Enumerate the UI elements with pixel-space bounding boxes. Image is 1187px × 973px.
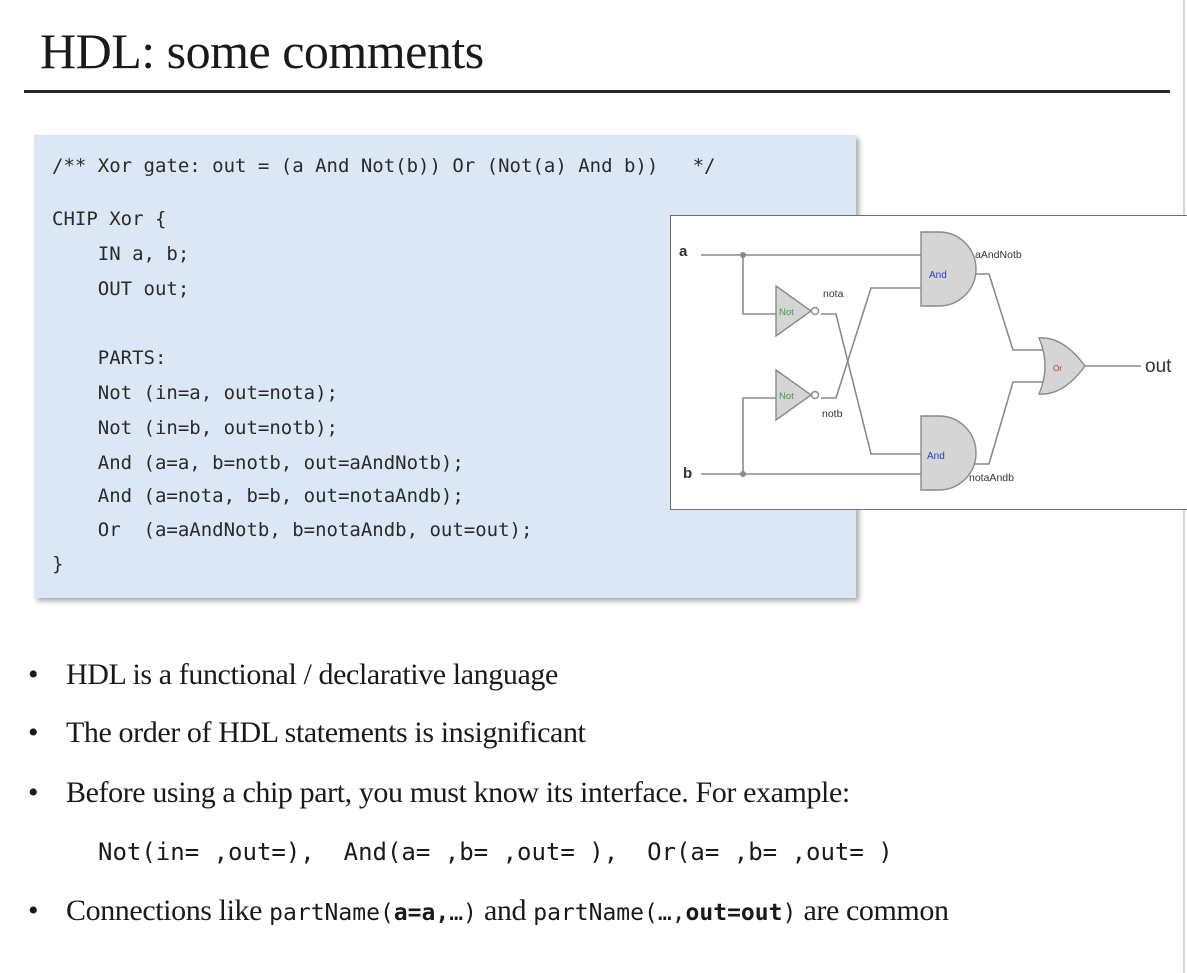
wire-b-to-not: [742, 397, 776, 474]
not-gate-b: [775, 368, 820, 422]
junction-a: [740, 252, 746, 258]
wire-notaAndb: [963, 381, 1043, 465]
code-chip-header: CHIP Xor {: [52, 208, 167, 230]
bullet-text-prefix: Connections like: [66, 894, 270, 927]
wire-aAndNotb: [963, 273, 1043, 351]
hdl-code-panel: /** Xor gate: out = (a And Not(b)) Or (N…: [34, 135, 856, 598]
wire-a-to-not: [742, 255, 776, 315]
bullet-symbol: •: [28, 716, 39, 749]
bullet-text: Before using a chip part, you must know …: [66, 776, 850, 809]
and-gate-1-label: And: [929, 270, 947, 281]
or-gate-label: Or: [1053, 364, 1062, 373]
code-part-not-b: Not (in=b, out=notb);: [52, 417, 338, 439]
bullet-common-connections: • Connections like partName(a=a,…) and pa…: [28, 894, 949, 928]
wire-notb: [821, 287, 921, 399]
bullet-text-mid: and: [476, 894, 534, 927]
code-comment-line: /** Xor gate: out = (a And Not(b)) Or (N…: [52, 155, 716, 177]
code-parts-label: PARTS:: [52, 347, 167, 369]
code-part-or: Or (a=aAndNotb, b=notaAndb, out=out);: [52, 519, 533, 541]
code-in-line: IN a, b;: [52, 243, 190, 265]
and-gate-2: [920, 415, 977, 491]
bullet-symbol: •: [28, 894, 39, 927]
wire-aAndNotb-label: aAndNotb: [975, 249, 1022, 261]
title-underline: [24, 90, 1170, 93]
code-closing-brace: }: [52, 553, 64, 575]
bullet-order-insignificant: • The order of HDL statements is insignif…: [28, 716, 586, 750]
output-label: out: [1145, 356, 1172, 377]
interface-examples: Not(in= ,out=), And(a= ,b= ,out= ), Or(a…: [98, 838, 893, 866]
not-gate-b-label: Not: [779, 391, 794, 402]
bullet-know-interface: • Before using a chip part, you must know…: [28, 776, 850, 810]
slide-title: HDL: some comments: [40, 23, 484, 79]
code-part-not-a: Not (in=a, out=nota);: [52, 382, 338, 404]
wire-nota-label: nota: [823, 288, 844, 300]
code-out-line: OUT out;: [52, 278, 190, 300]
not-gate-a-label: Not: [779, 307, 794, 318]
and-gate-1: [920, 231, 977, 307]
code-partname-2: partName(…,: [533, 900, 686, 926]
bullet-symbol: •: [28, 776, 39, 809]
code-partname-1: partName(: [269, 900, 394, 926]
code-partname-2-end: ): [782, 900, 797, 926]
code-part-and-2: And (a=nota, b=b, out=notaAndb);: [52, 485, 464, 507]
bullet-text: HDL is a functional / declarative langua…: [66, 658, 558, 691]
code-partname-2-bold: out=out: [685, 900, 783, 926]
wire-notaAndb-label: notaAndb: [969, 472, 1014, 484]
bullet-symbol: •: [28, 658, 39, 691]
or-gate: [1037, 337, 1086, 395]
bullet-text-suffix: are common: [796, 894, 949, 927]
code-partname-1-end: …): [449, 900, 477, 926]
input-b-label: b: [683, 465, 692, 482]
xor-circuit-diagram: a b out Not Not And And Or nota notb aAn…: [670, 215, 1187, 510]
code-partname-1-bold: a=a,: [393, 900, 450, 926]
wire-nota: [821, 313, 921, 455]
bullet-text: The order of HDL statements is insignifi…: [66, 716, 586, 749]
input-a-label: a: [679, 243, 688, 260]
not-gate-a: [775, 284, 820, 338]
and-gate-2-label: And: [927, 451, 945, 462]
junction-b: [740, 471, 746, 477]
bullet-functional-language: • HDL is a functional / declarative langu…: [28, 658, 558, 692]
code-part-and-1: And (a=a, b=notb, out=aAndNotb);: [52, 452, 464, 474]
circuit-drawing: a b out Not Not And And Or nota notb aAn…: [679, 231, 1172, 491]
wire-notb-label: notb: [822, 408, 843, 420]
